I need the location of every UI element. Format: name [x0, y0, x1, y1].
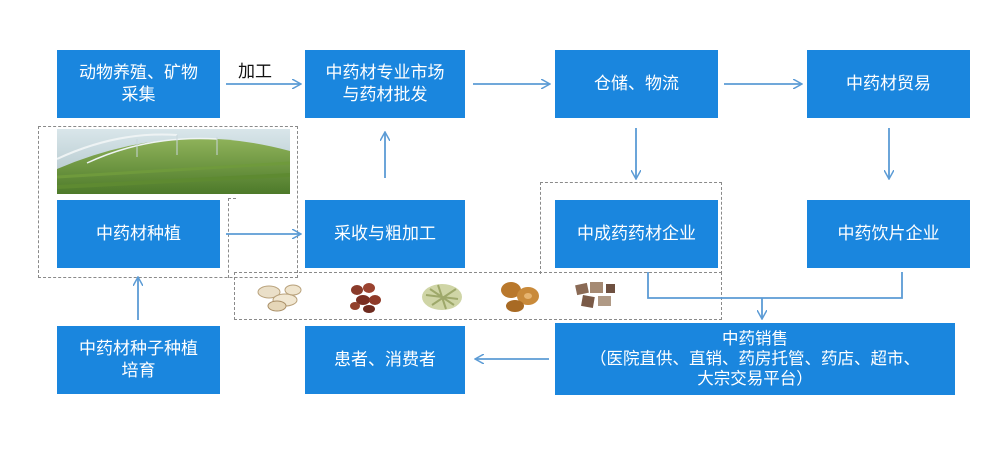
consumer-box: 患者、消费者: [305, 326, 465, 394]
seed-box: 中药材种子种植培育: [57, 326, 220, 394]
herbs-dashed-group: [234, 272, 722, 320]
connector-patent-decoction: [647, 272, 903, 299]
herb-berries: [350, 283, 381, 313]
harvest-dashed-group: [228, 198, 236, 278]
planting-dashed-group: [38, 126, 298, 278]
patent-medicine-box: 中成药药材企业: [555, 200, 718, 268]
herb-pieces: [575, 282, 615, 308]
harvest-box: 采收与粗加工: [305, 200, 465, 268]
sales-box: 中药销售（医院直供、直销、药房托管、药店、超市、大宗交易平台）: [555, 323, 955, 395]
decoction-box: 中药饮片企业: [807, 200, 970, 268]
market-box: 中药材专业市场与药材批发: [305, 50, 465, 118]
greenhouse-photo: [57, 129, 290, 194]
patent-dashed-group: [540, 182, 722, 274]
animal-mineral-box: 动物养殖、矿物采集: [57, 50, 220, 118]
processing-label: 加工: [238, 62, 272, 82]
trade-box: 中药材贸易: [807, 50, 970, 118]
herb-slices: [257, 284, 302, 312]
storage-box: 仓储、物流: [555, 50, 718, 118]
herb-mushroom: [501, 282, 539, 312]
planting-box: 中药材种植: [57, 200, 220, 268]
herb-leaves: [422, 284, 462, 310]
